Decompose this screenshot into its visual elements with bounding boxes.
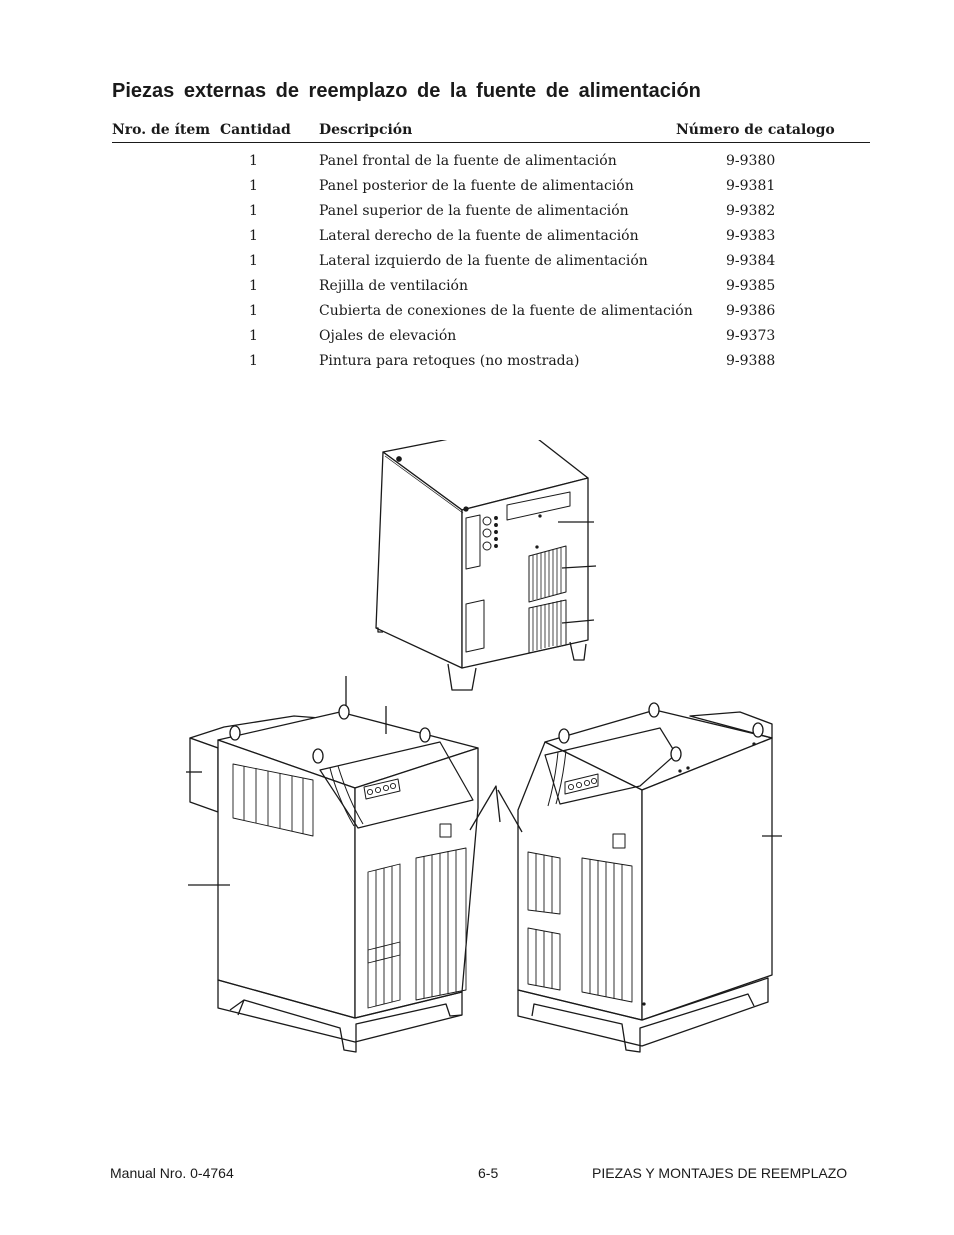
power-supply-illustration xyxy=(186,440,782,1053)
header-quantity: Cantidad xyxy=(220,122,291,138)
cell-catalog: 9-9385 xyxy=(726,278,776,294)
header-rule xyxy=(112,142,870,143)
rear-view-unit xyxy=(375,440,597,691)
cell-catalog: 9-9386 xyxy=(726,303,776,319)
cell-description: Pintura para retoques (no mostrada) xyxy=(319,353,580,369)
cell-catalog: 9-9383 xyxy=(726,228,776,244)
cell-quantity: 1 xyxy=(249,353,258,369)
cell-quantity: 1 xyxy=(249,178,258,194)
footer-section-title: PIEZAS Y MONTAJES DE REEMPLAZO xyxy=(592,1165,848,1181)
table-row: 1 Lateral izquierdo de la fuente de alime… xyxy=(0,250,954,275)
page-title: Piezas externas de reemplazo de la fuent… xyxy=(112,80,701,102)
table-header: Nro. de ítem Cantidad Descripción Número… xyxy=(0,122,954,142)
cell-description: Rejilla de ventilación xyxy=(319,278,468,294)
cell-description: Ojales de elevación xyxy=(319,328,457,344)
table-row: 1 Pintura para retoques (no mostrada) 9-93… xyxy=(0,350,954,375)
cell-catalog: 9-9382 xyxy=(726,203,776,219)
cell-description: Panel posterior de la fuente de alimenta… xyxy=(319,178,634,194)
cell-quantity: 1 xyxy=(249,303,258,319)
table-row: 1 Panel superior de la fuente de alimenta… xyxy=(0,200,954,225)
cell-catalog: 9-9380 xyxy=(726,153,776,169)
table-row: 1 Rejilla de ventilación 9-9385 xyxy=(0,275,954,300)
cell-description: Cubierta de conexiones de la fuente de a… xyxy=(319,303,693,319)
cell-description: Lateral izquierdo de la fuente de alimen… xyxy=(319,253,648,269)
cell-quantity: 1 xyxy=(249,278,258,294)
table-row: 1 Panel posterior de la fuente de aliment… xyxy=(0,175,954,200)
table-row: 1 Ojales de elevación 9-9373 xyxy=(0,325,954,350)
cell-quantity: 1 xyxy=(249,203,258,219)
cell-description: Lateral derecho de la fuente de alimenta… xyxy=(319,228,639,244)
cell-catalog: 9-9373 xyxy=(726,328,776,344)
front-left-view-unit xyxy=(186,676,501,1053)
footer-manual-number: Manual Nro. 0-4764 xyxy=(110,1165,234,1181)
page-footer: Manual Nro. 0-4764 6-5 PIEZAS Y MONTAJES… xyxy=(0,1165,954,1185)
cell-quantity: 1 xyxy=(249,228,258,244)
table-row: 1 Panel frontal de la fuente de alimentac… xyxy=(0,150,954,175)
table-row: 1 Cubierta de conexiones de la fuente de … xyxy=(0,300,954,325)
parts-table: 1 Panel frontal de la fuente de alimentac… xyxy=(0,150,954,375)
header-item-number: Nro. de ítem xyxy=(112,122,211,138)
cell-quantity: 1 xyxy=(249,153,258,169)
header-description: Descripción xyxy=(319,122,413,138)
cell-catalog: 9-9381 xyxy=(726,178,776,194)
cell-quantity: 1 xyxy=(249,328,258,344)
footer-page-number: 6-5 xyxy=(478,1165,499,1181)
header-catalog-number: Número de catalogo xyxy=(676,122,835,138)
front-right-view-unit xyxy=(497,702,782,1053)
table-row: 1 Lateral derecho de la fuente de aliment… xyxy=(0,225,954,250)
cell-description: Panel frontal de la fuente de alimentaci… xyxy=(319,153,617,169)
cell-description: Panel superior de la fuente de alimentac… xyxy=(319,203,629,219)
cell-quantity: 1 xyxy=(249,253,258,269)
cell-catalog: 9-9384 xyxy=(726,253,776,269)
cell-catalog: 9-9388 xyxy=(726,353,776,369)
